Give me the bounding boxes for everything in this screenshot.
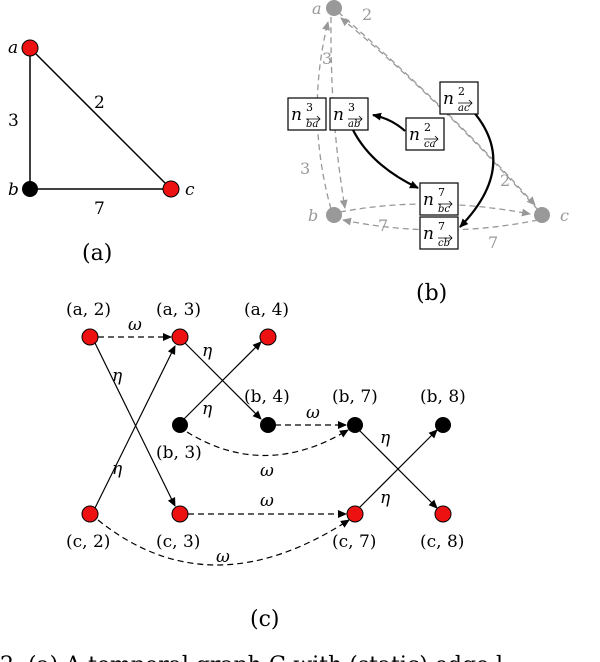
edge-a-c: [29, 47, 172, 190]
node-a4-label: (a, 4): [244, 300, 289, 320]
svg-text:7: 7: [438, 220, 445, 233]
node-b4: [260, 417, 276, 433]
arc-nac-to-ncb: [459, 109, 495, 228]
weight-c-b: 7: [488, 233, 498, 252]
node-c7: [346, 505, 364, 523]
node-b-c: [534, 207, 550, 223]
label-eta-b3a4: η: [202, 399, 213, 419]
node-b-b-label: b: [308, 206, 318, 225]
label-omega-b3b7: ω: [260, 461, 274, 481]
node-b4-label: (b, 4): [244, 387, 290, 407]
edge-b3-b7: [186, 429, 349, 457]
node-b: [22, 181, 38, 197]
node-a3: [171, 328, 189, 346]
edge-c2-c7: [97, 519, 350, 566]
node-a2: [81, 328, 99, 346]
node-c3: [171, 505, 189, 523]
node-b7-label: (b, 7): [332, 387, 378, 407]
svg-text:bc: bc: [438, 204, 450, 215]
node-b-label: b: [8, 180, 19, 200]
box-n-ac: n 2 ac: [439, 81, 479, 115]
node-b8-label: (b, 8): [420, 387, 466, 407]
svg-text:7: 7: [438, 186, 445, 199]
node-c2: [81, 505, 99, 523]
node-b3: [172, 417, 188, 433]
node-b-a-label: a: [312, 0, 322, 18]
label-eta-c2a3: η: [112, 459, 123, 479]
box-n-ca: n 2 ca: [405, 117, 445, 151]
node-c: [162, 180, 180, 198]
node-c2-label: (c, 2): [66, 532, 110, 552]
node-a4: [259, 328, 277, 346]
node-b3-label: (b, 3): [156, 443, 202, 463]
node-a: [21, 39, 39, 57]
node-c-label: c: [185, 180, 195, 200]
node-b7: [347, 417, 363, 433]
panel-c-caption: (c): [250, 607, 280, 632]
panel-a-caption: (a): [82, 241, 112, 266]
node-c7-label: (c, 7): [332, 532, 376, 552]
edge-c2-a3: [94, 345, 176, 509]
weight-c-a: 2: [500, 171, 510, 190]
svg-text:n: n: [291, 105, 302, 125]
arc-nca-to-nab: [372, 112, 406, 132]
arc-c-to-b: [342, 217, 539, 231]
label-eta-a3b4: η: [202, 341, 213, 361]
svg-text:2: 2: [424, 121, 431, 134]
svg-text:ba: ba: [306, 119, 318, 130]
label-omega-b4b7: ω: [306, 403, 320, 423]
weight-a-b: 3: [322, 49, 332, 68]
label-eta-c7b8: η: [380, 488, 391, 508]
svg-text:ab: ab: [348, 119, 360, 130]
box-n-cb: n 7 cb: [419, 216, 459, 250]
box-n-ba: n 3 ba: [287, 97, 327, 131]
edge-b3-a4: [183, 341, 262, 420]
node-c8-label: (c, 8): [420, 532, 464, 552]
svg-text:3: 3: [306, 101, 313, 114]
panel-b-caption: (b): [416, 281, 447, 306]
node-a3-label: (a, 3): [156, 300, 201, 320]
box-n-bc: n 7 bc: [419, 182, 459, 216]
edge-a-c-weight: 2: [94, 93, 105, 113]
label-omega-c2c7: ω: [216, 547, 230, 567]
svg-text:n: n: [423, 224, 434, 244]
svg-text:n: n: [409, 125, 420, 145]
svg-text:n: n: [333, 105, 344, 125]
edge-b-c-weight: 7: [94, 199, 105, 219]
svg-text:ac: ac: [458, 103, 470, 114]
svg-text:2: 2: [458, 85, 465, 98]
panel-a: a b c 3 2 7 (a): [8, 38, 195, 266]
node-c3-label: (c, 3): [156, 532, 200, 552]
node-b-b: [326, 207, 342, 223]
svg-text:cb: cb: [438, 238, 450, 249]
figure-caption: 2. (a) A temporal graph G with (static) …: [0, 653, 503, 662]
box-n-ab: n 3 ab: [329, 97, 369, 131]
node-a2-label: (a, 2): [66, 300, 111, 320]
edge-a2-c3: [94, 342, 176, 507]
node-b-c-label: c: [560, 206, 569, 225]
weight-a-c: 2: [362, 5, 372, 24]
arc-a-to-b: [330, 16, 348, 209]
svg-text:n: n: [423, 190, 434, 210]
node-a-label: a: [8, 38, 18, 58]
panel-b: a b c 2 3 3 2 7 7 n 3 ba n 3 ab n 2 ac: [287, 0, 569, 306]
label-eta-a2c3: η: [112, 366, 123, 386]
edge-a-b-weight: 3: [8, 111, 19, 131]
weight-b-c: 7: [378, 216, 388, 235]
weight-b-a: 3: [300, 159, 310, 178]
arc-nab-to-nbc: [351, 127, 419, 189]
node-b-a: [326, 0, 342, 16]
node-b8: [435, 417, 451, 433]
node-c8: [434, 505, 452, 523]
svg-text:ca: ca: [424, 139, 436, 150]
svg-text:n: n: [443, 89, 454, 109]
label-omega-c3c7: ω: [260, 491, 274, 511]
panel-c: (a, 2) (a, 3) (a, 4) (b, 3) (b, 4) (b, 7…: [66, 300, 466, 632]
label-omega-a2a3: ω: [128, 315, 142, 335]
edge-c7-b8: [358, 429, 438, 509]
label-eta-b7c8: η: [380, 428, 391, 448]
svg-text:3: 3: [348, 101, 355, 114]
